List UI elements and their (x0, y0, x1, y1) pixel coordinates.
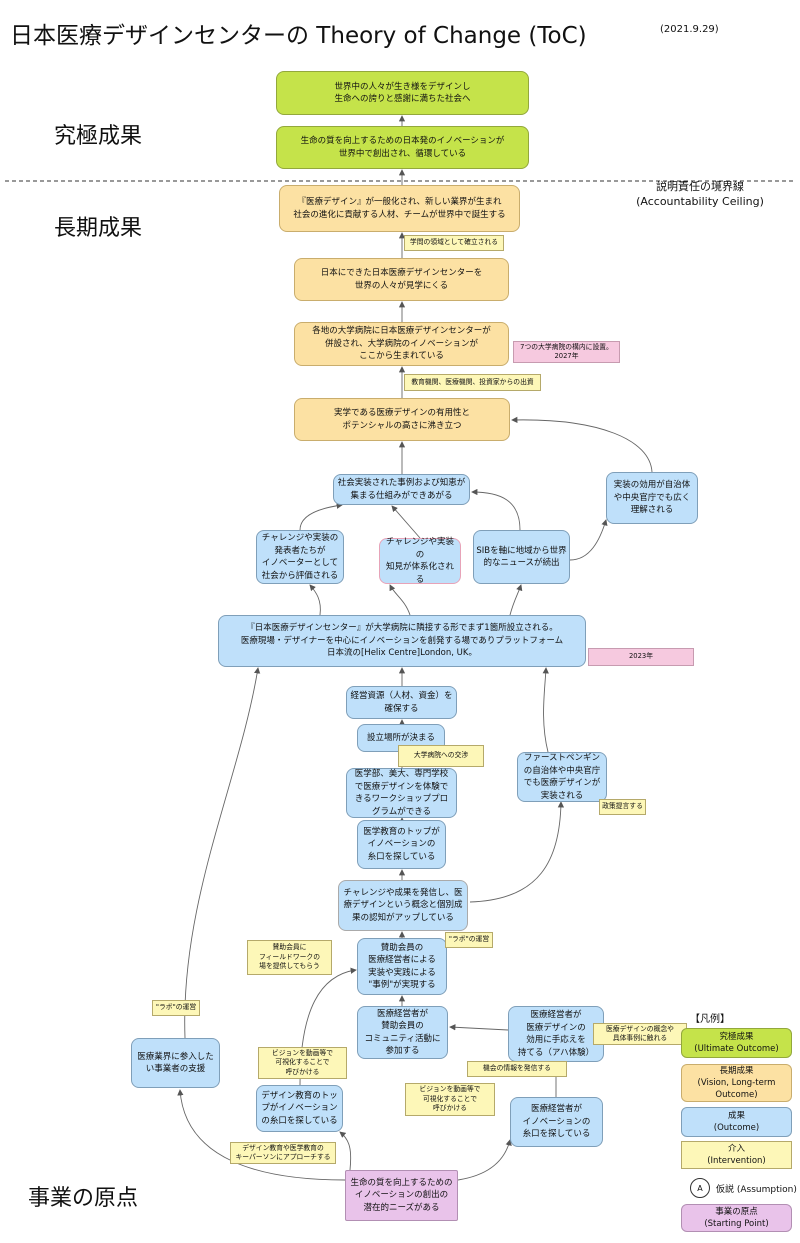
outcome-design-education-top: デザイン教育のトッ プがイノベーション の糸口を探している (256, 1085, 343, 1132)
arrow-o16-o6 (184, 667, 261, 1039)
legend-assumption: A 仮説 (Assumption) (690, 1178, 797, 1198)
ceiling-label-en: (Accountability Ceiling) (636, 195, 764, 208)
legend-assumption-label: 仮説 (Assumption) (716, 1184, 797, 1195)
outcome-community-participation: 医療経営者が 賛助会員の コミュニティ活動に 参加する (357, 1006, 448, 1059)
legend-title: 【凡例】 (690, 1014, 730, 1025)
note-keyperson-approach: デザイン教育や医学教育の キーパーソンにアプローチする (230, 1142, 336, 1164)
arrow-start-o17 (339, 1131, 352, 1171)
outcome-executives-searching: 医療経営者が イノベーションの 糸口を探している (510, 1097, 603, 1147)
arrow-o2-l4 (511, 416, 653, 473)
legend-start: 事業の原点 (Starting Point) (681, 1204, 792, 1232)
outcome-knowledge-platform: 社会実装された事例および知恵が 集まる仕組みができあがる (333, 474, 470, 505)
section-ultimate: 究極成果 (54, 124, 143, 149)
outcome-medical-education-top: 医学教育のトップが イノベーションの 糸口を探している (357, 820, 446, 869)
arrow-o10-o6 (542, 667, 549, 753)
note-policy-proposal: 政策提言する (599, 799, 646, 815)
page-title: 日本医療デザインセンターの Theory of Change (ToC) (10, 23, 587, 49)
arrow-o5-o1 (471, 488, 521, 531)
legend-outcome: 成果 (Outcome) (681, 1107, 792, 1137)
legend-ultimate: 究極成果 (Ultimate Outcome) (681, 1028, 792, 1058)
note-2023: 2023年 (588, 648, 694, 666)
legend-longterm: 長期成果 (Vision, Long-term Outcome) (681, 1064, 792, 1102)
outcome-sib-news: SIBを軸に地域から世界 的なニュースが続出 (473, 530, 570, 584)
note-opportunity-info: 機会の情報を発信する (467, 1061, 567, 1077)
note-fieldwork: 賛助会員に フィールドワークの 場を提供してもらう (247, 940, 332, 975)
arrow-o12-o10 (469, 801, 565, 903)
note-investment: 教育機関、医療機関、投資家からの出資 (404, 374, 541, 391)
outcome-workshop-program: 医学部、美大、専門学校 で医療デザインを体験で きるワークショッププロ グラムが… (346, 768, 457, 818)
note-lab-operation-right: "ラボ"の運営 (445, 932, 493, 948)
arrow-o5-o2 (569, 519, 608, 561)
arrow-o15-o14 (449, 1024, 509, 1031)
outcome-resources-secured: 経営資源（人材、資金）を 確保する (346, 686, 457, 719)
date-label: (2021.9.29) (660, 24, 719, 35)
ceiling-label-ja: 説明責任の境界線 (656, 180, 744, 193)
section-longterm: 長期成果 (54, 216, 143, 241)
outcome-knowledge-systematized: チャレンジや実装の 知見が体系化される (379, 537, 461, 585)
assumption-circle-icon: A (690, 1178, 710, 1198)
longterm-outcome-1: 『医療デザイン』が一般化され、新しい業界が生まれ 社会の進化に貢献する人材、チー… (279, 185, 520, 232)
ultimate-outcome-1: 世界中の人々が生き様をデザインし 生命への誇りと感謝に満ちた社会へ (276, 71, 529, 115)
arrow-o6-o3 (309, 584, 321, 616)
outcome-government-understanding: 実装の効用が自治体 や中央官庁でも広く 理解される (606, 472, 698, 524)
arrow-o4-o1 (391, 505, 421, 539)
outcome-center-established: 『日本医療デザインセンター』が大学病院に隣接する形でまず1箇所設立される。 医療… (218, 615, 586, 667)
note-hospital-negotiation: 大学病院への交渉 (398, 745, 484, 767)
note-lab-operation-left: "ラボ"の運営 (152, 1000, 200, 1016)
longterm-outcome-2: 日本にできた日本医療デザインセンターを 世界の人々が見学にくる (294, 258, 509, 301)
outcome-awareness-up: チャレンジや成果を発信し、医 療デザインという概念と個別成 果の認知がアップして… (338, 880, 468, 931)
section-origin: 事業の原点 (28, 1186, 139, 1211)
longterm-outcome-3: 各地の大学病院に日本医療デザインセンターが 併設され、大学病院のイノベーションが… (294, 322, 509, 366)
note-vision-video-left: ビジョンを動画等で 可視化することで 呼びかける (258, 1047, 347, 1079)
outcome-member-cases: 賛助会員の 医療経営者による 実装や実践による "事例"が実現する (357, 938, 447, 995)
note-vision-video-center: ビジョンを動画等で 可視化することで 呼びかける (405, 1083, 495, 1116)
legend-intervention: 介入 (Intervention) (681, 1141, 792, 1169)
starting-point: 生命の質を向上するための イノベーションの創出の 潜在的ニーズがある (345, 1170, 458, 1221)
outcome-first-penguin: ファーストペンギン の自治体や中央官庁 でも医療デザインが 実装される (517, 752, 607, 802)
outcome-presenters-evaluated: チャレンジや実装の 発表者たちが イノベーターとして 社会から評価される (256, 530, 344, 584)
note-concept-cases: 医療デザインの概念や 具体事例に触れる (593, 1023, 687, 1045)
arrow-start-o18 (457, 1139, 512, 1181)
outcome-business-support: 医療業界に参入した い事業者の支援 (131, 1038, 220, 1088)
note-academic-field: 学問の領域として確立される (404, 235, 504, 251)
outcome-aha-experience: 医療経営者が 医療デザインの 効用に手応えを 持てる（アハ体験） (508, 1006, 604, 1062)
ultimate-outcome-2: 生命の質を向上するための日本発のイノベーションが 世界中で創出され、循環している (276, 126, 529, 169)
arrow-o6-o5 (509, 584, 523, 616)
arrow-o6-o4 (389, 584, 411, 616)
note-seven-hospitals: 7つの大学病院の構内に設置。 2027年 (513, 341, 620, 363)
longterm-outcome-4: 実学である医療デザインの有用性と ポテンシャルの高さに沸き立つ (294, 398, 510, 441)
accountability-ceiling-label: 説明責任の境界線 (Accountability Ceiling) (615, 179, 785, 209)
arrow-o3-o1 (299, 502, 343, 531)
